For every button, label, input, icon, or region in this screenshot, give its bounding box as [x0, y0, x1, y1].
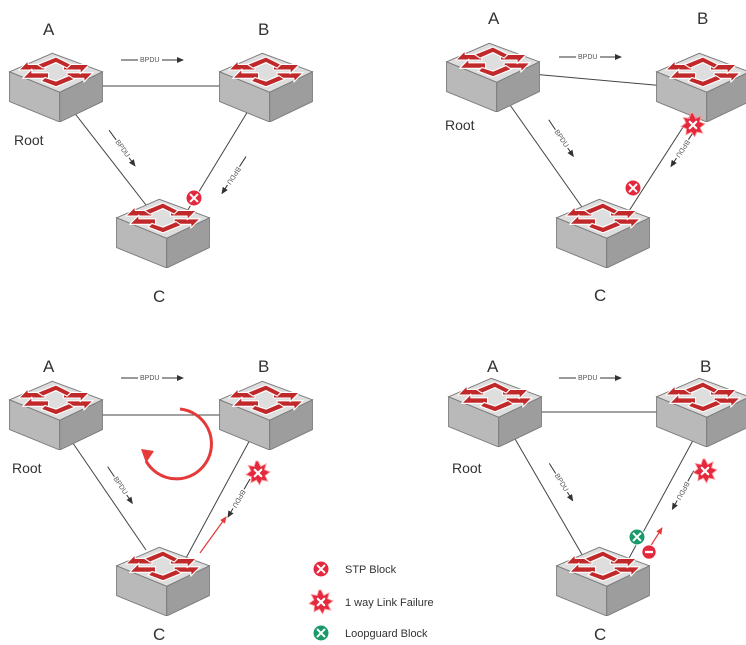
- legend-stp-block: STP Block: [345, 564, 397, 576]
- bpdu-arrow-b-c: BPDU: [227, 478, 251, 518]
- legend-link-failure: 1 way Link Failure: [345, 597, 434, 609]
- bpdu-arrow-b-c: BPDU: [221, 156, 247, 195]
- label-a: A: [43, 20, 55, 39]
- bpdu-arrow-b-c: BPDU: [671, 470, 695, 511]
- label-b: B: [258, 357, 269, 376]
- switch-b-icon[interactable]: [218, 380, 314, 450]
- bpdu-label: BPDU: [578, 54, 597, 61]
- bpdu-arrow-a-b: BPDU: [559, 52, 622, 61]
- switch-a-icon[interactable]: [8, 52, 104, 122]
- legend-loopguard-block: Loopguard Block: [345, 628, 428, 640]
- bpdu-arrow-a-c: BPDU: [108, 129, 136, 167]
- link-b-c: [185, 435, 253, 559]
- red-bpdu-arrow: [649, 527, 663, 548]
- link-failure-icon: [245, 460, 271, 486]
- link-a-b: [531, 73, 666, 87]
- no-entry-icon: [641, 544, 657, 560]
- label-root: Root: [14, 132, 44, 148]
- switch-b-icon[interactable]: [655, 52, 746, 122]
- label-a: A: [43, 357, 55, 376]
- link-a-c: [510, 431, 585, 559]
- loopguard-block-icon: [312, 624, 330, 642]
- label-a: A: [488, 9, 500, 28]
- link-failure-icon: [308, 589, 334, 615]
- red-bpdu-arrow: [199, 516, 227, 554]
- link-a-c: [65, 101, 147, 206]
- label-root: Root: [452, 460, 482, 476]
- bpdu-arrow-a-b: BPDU: [559, 373, 622, 382]
- link-failure-icon: [692, 458, 718, 484]
- switch-c-icon[interactable]: [555, 198, 651, 268]
- panel-normal-operation: A B C Root BPDU BPDU BPDU: [8, 20, 314, 306]
- bpdu-arrow-a-c: BPDU: [548, 463, 574, 502]
- label-c: C: [153, 625, 165, 644]
- bpdu-arrow-a-b: BPDU: [121, 373, 184, 382]
- loop-icon: [141, 407, 213, 481]
- switch-a-icon[interactable]: [445, 42, 541, 112]
- legend: STP Block 1 way Link Failure Loopguard B…: [308, 560, 434, 642]
- bpdu-label: BPDU: [140, 57, 159, 64]
- label-b: B: [258, 20, 269, 39]
- switch-a-icon[interactable]: [447, 377, 543, 447]
- bpdu-label: BPDU: [140, 375, 159, 382]
- switch-a-icon[interactable]: [8, 380, 104, 450]
- panel-loop-formed: A B C Root BPDU BPDU BPDU: [8, 357, 314, 644]
- label-a: A: [487, 357, 499, 376]
- link-a-c: [65, 432, 147, 551]
- stp-block-icon: [185, 189, 203, 207]
- label-root: Root: [445, 117, 475, 133]
- panel-one-way-failure: A B C Root BPDU BPDU BPDU: [445, 9, 746, 305]
- stp-block-icon: [312, 560, 330, 578]
- label-c: C: [594, 625, 606, 644]
- panel-loopguard: A B C Root BPDU BPDU BPDU: [447, 357, 746, 644]
- label-root: Root: [12, 460, 42, 476]
- bpdu-arrow-a-b: BPDU: [121, 55, 184, 64]
- switch-c-icon[interactable]: [555, 546, 651, 616]
- label-b: B: [697, 9, 708, 28]
- label-c: C: [594, 286, 606, 305]
- label-b: B: [700, 357, 711, 376]
- switch-b-icon[interactable]: [218, 52, 314, 122]
- switch-c-icon[interactable]: [115, 546, 211, 616]
- loopguard-block-icon: [628, 528, 646, 546]
- bpdu-arrow-a-c: BPDU: [548, 119, 574, 158]
- switch-b-icon[interactable]: [655, 377, 746, 447]
- switch-c-icon[interactable]: [115, 198, 211, 268]
- bpdu-arrow-a-c: BPDU: [107, 466, 133, 505]
- link-a-c: [509, 104, 585, 211]
- stp-block-icon: [624, 179, 642, 197]
- label-c: C: [153, 287, 165, 306]
- bpdu-label: BPDU: [578, 375, 597, 382]
